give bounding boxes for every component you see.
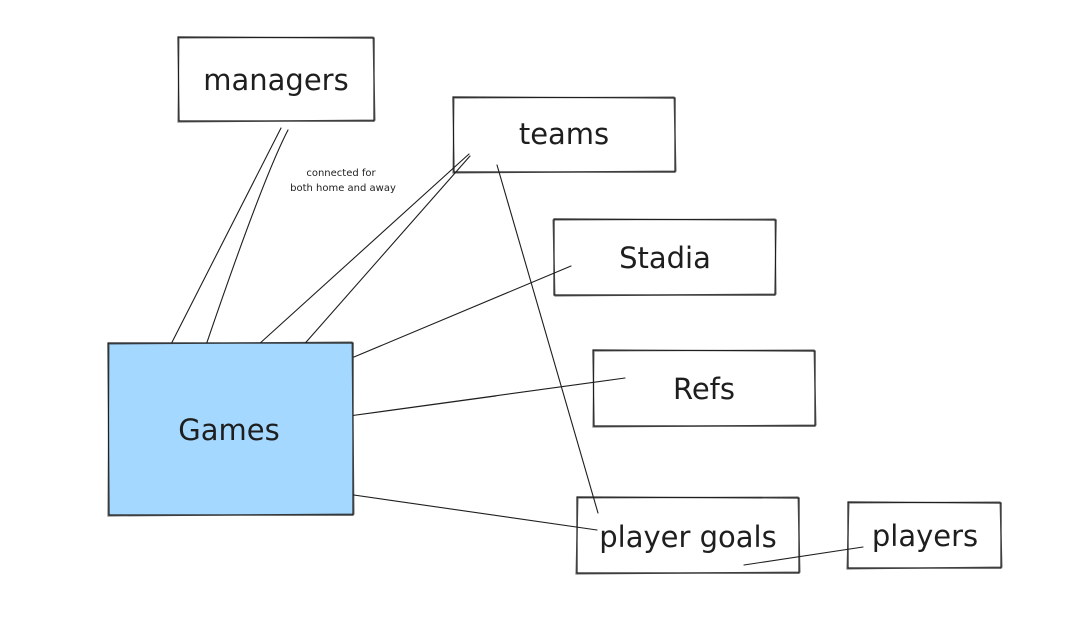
node-managers-label: managers: [203, 63, 348, 97]
edge-refs-games: [348, 377, 626, 417]
node-players[interactable]: players: [846, 501, 1003, 570]
node-teams-label: teams: [519, 117, 609, 151]
annotation-home-away: connected for both home and away: [290, 168, 396, 194]
node-managers[interactable]: managers: [177, 36, 376, 123]
node-games[interactable]: Games: [107, 341, 355, 517]
node-refs-border-sketch: [592, 349, 817, 428]
edge-teams-player-goals: [496, 164, 599, 514]
node-refs[interactable]: Refs: [592, 349, 817, 428]
node-player-goals-label: player goals: [599, 520, 776, 554]
node-stadia-border-sketch: [552, 218, 777, 297]
node-teams-border-sketch: [452, 96, 677, 174]
node-stadia[interactable]: Stadia: [552, 218, 777, 297]
node-games-label: Games: [178, 413, 279, 447]
node-managers-border-sketch: [177, 36, 376, 123]
node-games-border-sketch: [107, 341, 355, 517]
edge-managers-games-away: [201, 129, 289, 358]
edge-games-player-goals: [332, 491, 598, 531]
node-player-goals[interactable]: player goals: [575, 496, 801, 575]
node-teams[interactable]: teams: [452, 96, 677, 174]
node-player-goals-border-sketch: [575, 496, 801, 575]
node-players-label: players: [872, 519, 978, 553]
edge-managers-games-home: [164, 127, 282, 357]
annotation-line-2: both home and away: [290, 183, 396, 194]
edge-stadia-games: [353, 265, 572, 358]
annotation-line-1: connected for: [306, 168, 376, 179]
edge-teams-games-home: [257, 153, 470, 346]
edge-teams-games-away: [292, 155, 471, 358]
edge-player-goals-players: [743, 546, 864, 566]
node-stadia-label: Stadia: [619, 241, 711, 275]
node-players-border-sketch: [846, 501, 1003, 570]
node-refs-label: Refs: [673, 372, 735, 406]
